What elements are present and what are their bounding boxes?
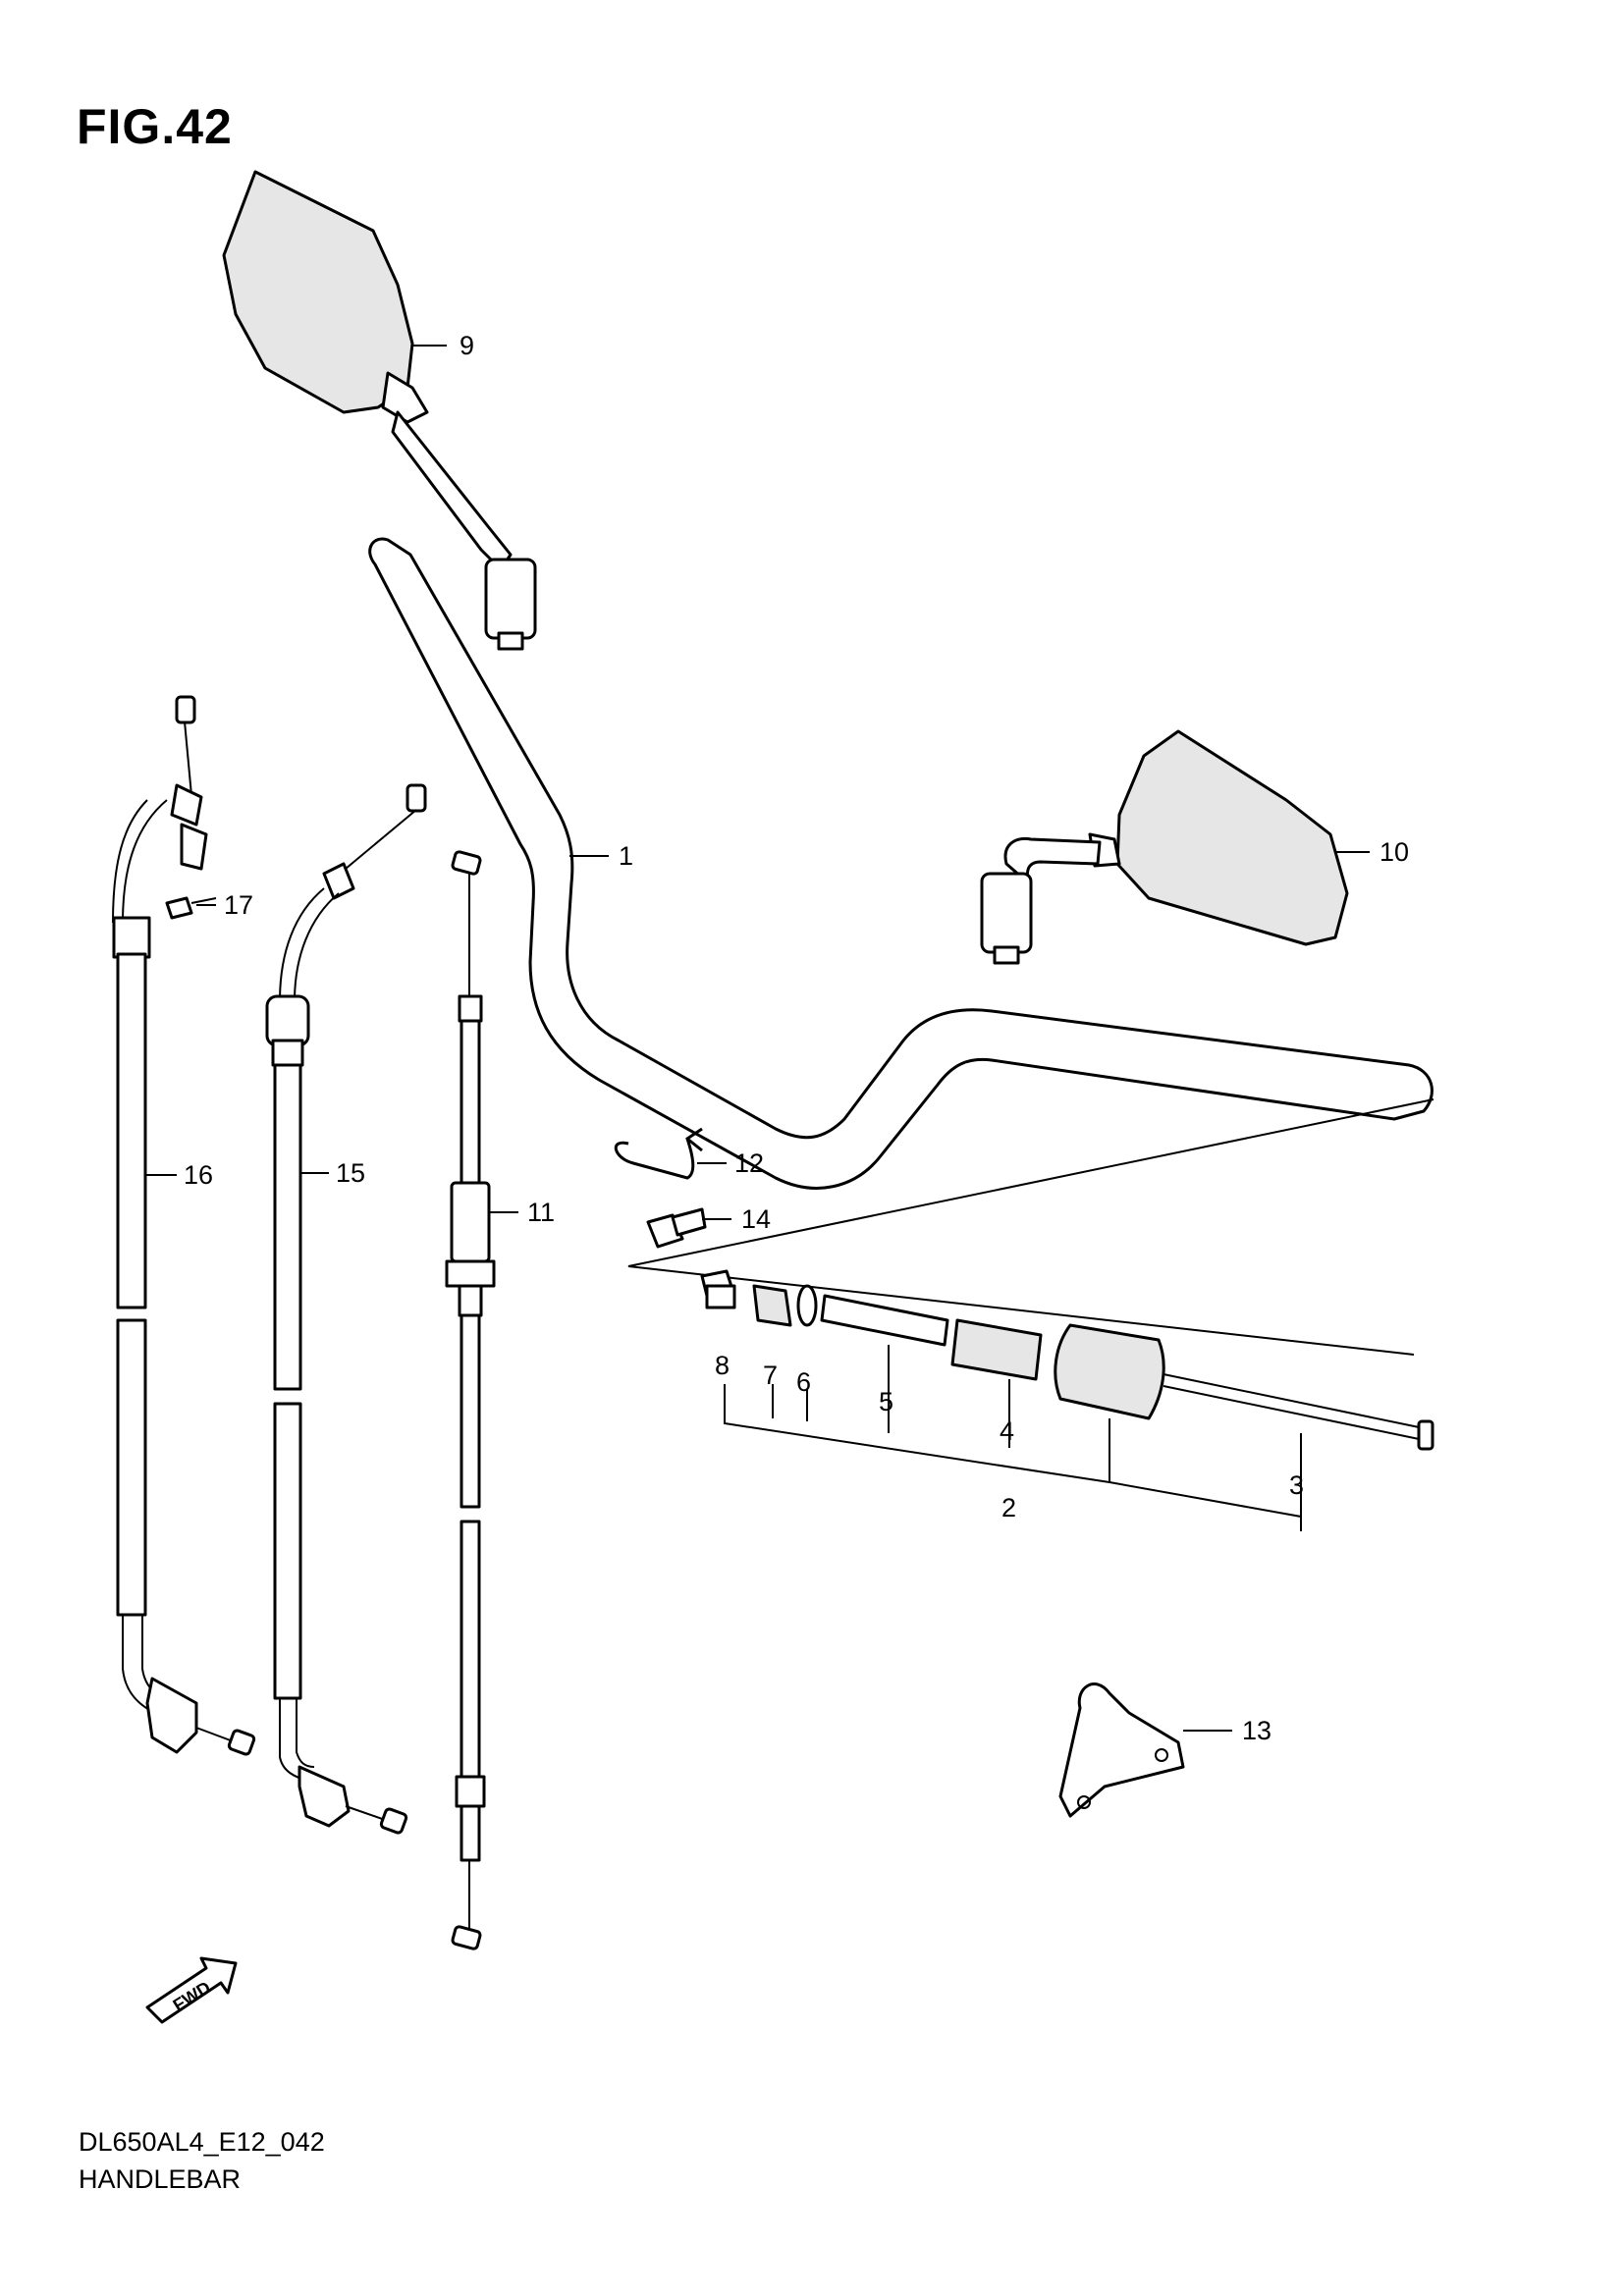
svg-text:4: 4 [1000,1416,1014,1446]
clip-12[interactable] [615,1127,703,1180]
diagram-title: HANDLEBAR [79,2164,242,2194]
callout-12: 12 [697,1148,764,1178]
cable-15[interactable] [265,783,427,1835]
callout-11: 11 [489,1198,555,1227]
svg-text:12: 12 [734,1148,764,1178]
callout-10: 10 [1335,837,1409,867]
callout-6: 6 [796,1367,811,1397]
handlebar[interactable] [368,537,1434,1190]
projection-lines [627,1098,1434,1356]
screw-17[interactable] [165,896,217,920]
callout-16: 16 [145,1160,213,1190]
svg-text:14: 14 [741,1204,771,1234]
holder-13[interactable] [1058,1682,1185,1818]
callout-14: 14 [702,1204,771,1234]
callout-15: 15 [300,1158,365,1188]
cable-16[interactable] [112,695,256,1756]
svg-text:11: 11 [527,1198,555,1227]
svg-text:3: 3 [1289,1470,1304,1500]
callout-8: 8 [715,1351,730,1380]
o-ring-6[interactable] [796,1284,818,1327]
callout-1: 1 [569,841,633,871]
svg-text:2: 2 [1001,1493,1016,1522]
svg-text:15: 15 [336,1158,365,1188]
svg-text:16: 16 [184,1160,213,1190]
svg-text:10: 10 [1380,837,1409,867]
callout-4: 4 [1000,1416,1014,1446]
svg-text:9: 9 [460,331,474,360]
callout-17: 17 [196,890,253,920]
callout-5: 5 [879,1387,893,1416]
svg-text:13: 13 [1242,1716,1271,1745]
callout-13: 13 [1183,1716,1271,1745]
left-mirror[interactable] [222,170,537,651]
svg-text:1: 1 [619,841,633,871]
svg-text:6: 6 [796,1367,811,1397]
bolt-8[interactable] [700,1269,736,1309]
svg-text:5: 5 [879,1387,893,1416]
bolt-14[interactable] [646,1207,707,1249]
figure-title: FIG.42 [77,99,233,154]
svg-text:7: 7 [763,1361,778,1390]
sleeve-5[interactable] [820,1294,949,1347]
callout-3: 3 [1289,1470,1304,1500]
callout-7: 7 [763,1361,778,1390]
right-mirror[interactable] [980,729,1349,965]
forward-arrow-icon: FWD [145,1956,238,2024]
assembly-bracket [724,1345,1302,1531]
cable-11[interactable] [445,850,496,1950]
svg-text:17: 17 [224,890,253,920]
spacer-4[interactable] [950,1318,1043,1381]
svg-text:8: 8 [715,1351,730,1380]
collar-7[interactable] [752,1284,792,1327]
weight-2[interactable] [1054,1323,1165,1420]
bolt-3[interactable] [1163,1373,1434,1451]
diagram-code: DL650AL4_E12_042 [79,2127,325,2157]
callout-2: 2 [1001,1493,1016,1522]
callout-9: 9 [412,331,474,360]
